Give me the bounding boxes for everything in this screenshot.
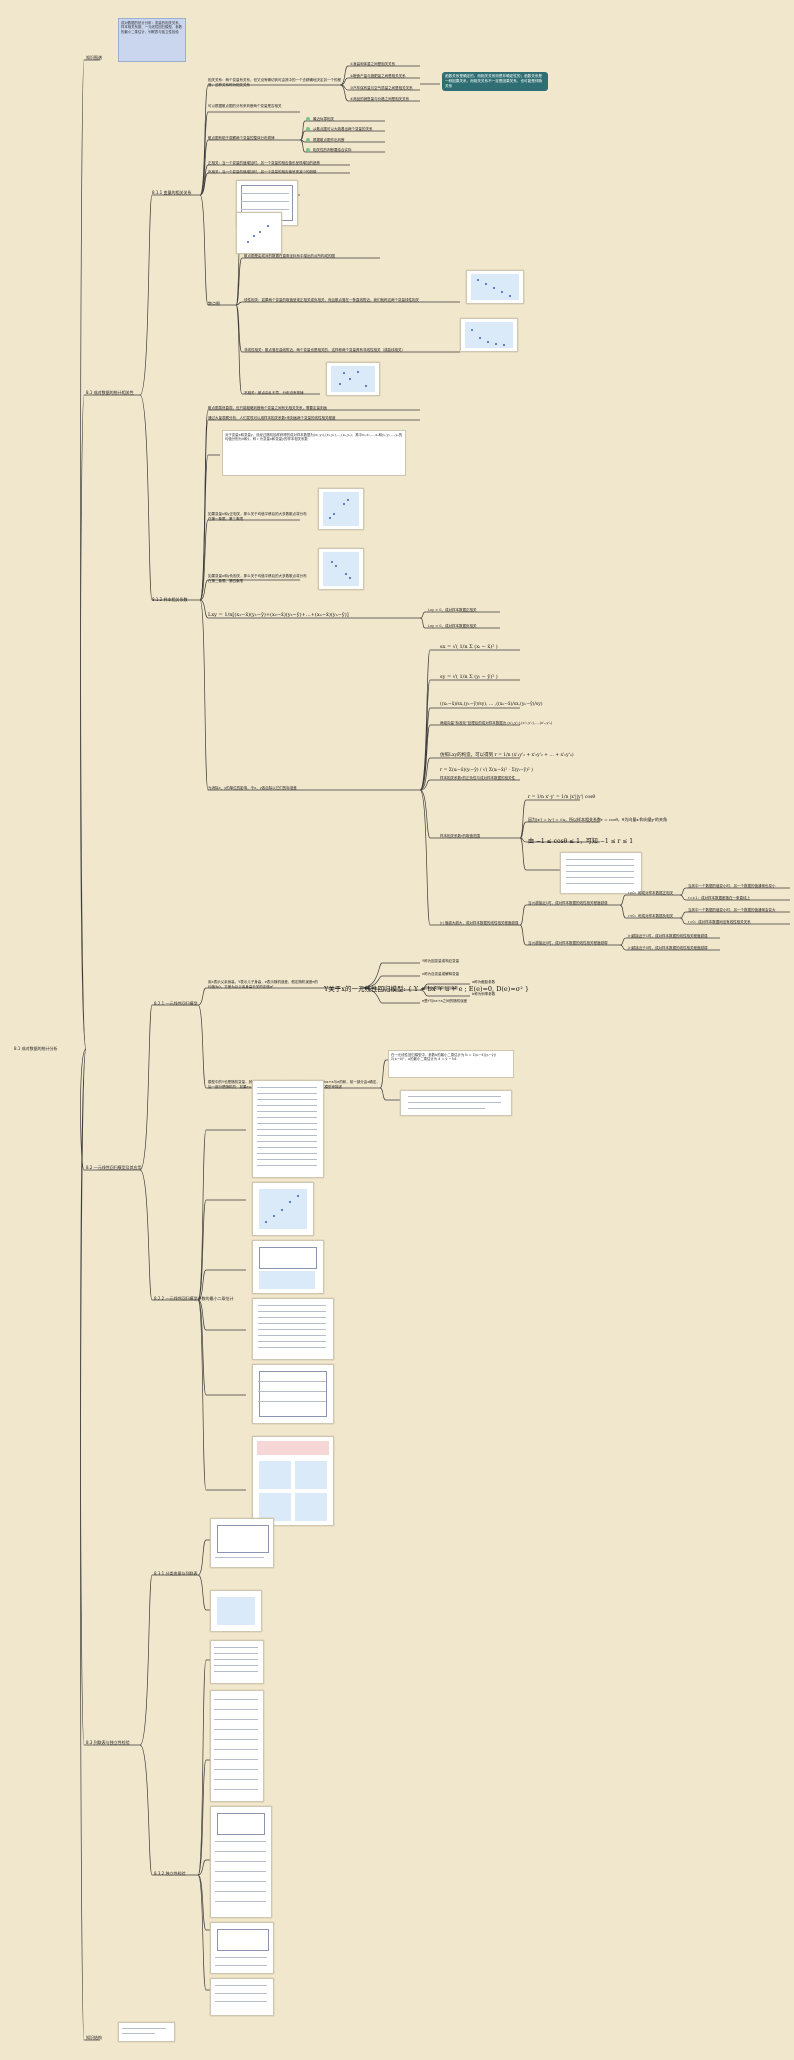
independence-image-1 <box>210 1640 264 1684</box>
quadrant-negative[interactable]: 如果变量x和y负相关，那么关于均值平移后的大多数散点将分布在第二象限、第四象限 <box>208 574 307 583</box>
sy-formula: sy = √( 1/n Σ (yᵢ − ȳ)² ) <box>440 674 498 680</box>
independence-image-2 <box>210 1690 264 1802</box>
r-vector-note[interactable]: 两组向量"标准化"处理后的成对样本数据为 (x'₁,y'₁),(x'₂,y'₂)… <box>440 721 553 725</box>
model-item-3[interactable]: a和b为模型的未知参数 <box>422 986 458 990</box>
lxy-negative[interactable]: Lxy < 0，成对样本数据负相关 <box>428 624 477 628</box>
r-zero[interactable]: r=0：成对样本数据间没有线性相关关系 <box>688 920 751 924</box>
quadrant-positive[interactable]: 如果变量x和y正相关，那么关于均值平移后的大多数散点将分布在第一象限、第三象限 <box>208 512 307 521</box>
uncorrelated-scatter-image <box>326 362 380 396</box>
scatter-step-2[interactable]: 从散点图可以大致看出两个变量的关系 <box>306 127 373 132</box>
worksheet-image-4 <box>252 1298 334 1360</box>
root-node[interactable]: 8.1 成对数据的统计分析 <box>14 1046 58 1051</box>
relation-item-1[interactable]: ①身高和体重之间是相关关系 <box>350 62 396 66</box>
residual-box-1: 在一元线性回归模型中，参数b的最小二乘估计为 b̂ = Σ(xᵢ−x̄)(yᵢ−… <box>388 1050 514 1078</box>
step-marker-icon <box>306 138 310 142</box>
r-bound: 由 −1 ≤ cosθ ≤ 1，可知 −1 ≤ r ≤ 1 <box>528 838 634 845</box>
r-one[interactable]: r=±1：成对样本数据都落在一条直线上 <box>688 896 751 900</box>
sx-formula: sx = √( 1/n Σ (xᵢ − x̄)² ) <box>440 644 498 650</box>
scatter-definition[interactable]: 散点图是由成对的数据在直角坐标系中描出的点所构成的图 <box>244 254 335 258</box>
relation-item-4[interactable]: ④商品的销售量与价格之间是相关关系 <box>350 97 410 101</box>
linear-scatter-image <box>466 270 524 304</box>
branch-knowledge-structure[interactable]: 知识结构 <box>86 2035 102 2040</box>
branch-knowledge-map[interactable]: 知识图谱 <box>86 55 102 60</box>
r-intro[interactable]: 通过大量观察分析，人们发现可以用样本相关系数r来刻画两个变量的线性相关程度 <box>208 416 336 420</box>
sub3-2-label[interactable]: 8.3.2 独立性检验 <box>154 1871 186 1876</box>
r-summary-2[interactable]: |r|越接近于0时，成对样本数据的线性相关程度越弱 <box>628 946 708 950</box>
sub1-2-label[interactable]: 8.1.2 样本相关系数 <box>152 597 188 602</box>
r-summary-1[interactable]: |r|越接近于1时，成对样本数据的线性相关程度越强 <box>628 934 708 938</box>
positive-correlation[interactable]: 正相关：当一个变量的值增加时，另一个变量的相应值也呈现增加的趋势 <box>208 161 320 165</box>
model-item-1[interactable]: Y称为因变量或响应变量 <box>422 959 460 963</box>
relation-item-2[interactable]: ②粮食产量与施肥量之间是相关关系 <box>350 74 406 78</box>
r-table-image <box>560 852 642 894</box>
sub3-1-label[interactable]: 8.3.1 分类变量与列联表 <box>154 1571 198 1576</box>
structure-thumbnail <box>118 2022 175 2042</box>
r-formula: r = Σ(xᵢ−x̄)(yᵢ−ȳ) / √( Σ(xᵢ−x̄)² · Σ(yᵢ… <box>440 768 533 773</box>
model-item-2[interactable]: x称为自变量或解释变量 <box>422 972 460 976</box>
independence-image-5 <box>210 1978 274 2016</box>
model-formula: Y关于x的一元线性回归模型: { Y = bx + a + e ; E(e)=0… <box>324 985 530 993</box>
independence-image-4 <box>210 1922 274 1974</box>
r-sign[interactable]: 样本相关系数r的正负性与成对样本数据的相关性 <box>440 776 515 780</box>
r-abs[interactable]: |r| 值越大越大，成对样本数据的线性相关程度越强 <box>440 921 519 925</box>
scatter-step-3[interactable]: 根据散点图作出判断 <box>306 138 345 143</box>
r-formula-mid: 仿照Lxy的构造，可以得到 r = 1/n (x'₁y'₁ + x'₂y'₂ +… <box>440 753 574 758</box>
contingency-image-1 <box>210 1518 274 1568</box>
r-strength[interactable]: 当|r|越接近1时，成对样本数据的线性相关程度越强 <box>528 901 608 905</box>
relation-note: 函数关系是确定的，而相关关系则是非确定性的；函数关系是一种因果关系，而相关关系不… <box>442 72 548 91</box>
contingency-image-2 <box>210 1590 262 1632</box>
worksheet-image-3 <box>252 1240 324 1294</box>
r-range-label[interactable]: 样本相关系数r的取值范围 <box>440 834 480 838</box>
residual-box-2 <box>400 1090 512 1116</box>
top-summary-image: 成对数据的统计分析：变量的相关关系、样本相关系数、一元线性回归模型、参数的最小二… <box>118 18 186 62</box>
branch-sec3[interactable]: 8.3 列联表与独立性检验 <box>86 1740 130 1745</box>
scatter-plot-image <box>236 212 282 254</box>
r-pos-detail-1[interactable]: 当其中一个数据的值变小时，另一个数据的值通常也变小 <box>688 884 776 888</box>
scatter-judge[interactable]: 可以根据散点图的分布来判断两个变量是否相关 <box>208 104 282 108</box>
branch-sec1[interactable]: 8.1 成对数据的统计相关性 <box>86 390 134 395</box>
relation-item-3[interactable]: ③汽车保有量与空气质量之间是相关关系 <box>350 86 413 90</box>
scatter-root[interactable]: 散点图 <box>208 301 220 306</box>
scatter-step-4[interactable]: 相关性的判断要结合实际 <box>306 148 352 153</box>
model-sub-2[interactable]: b称为斜率参数 <box>472 992 496 996</box>
step-marker-icon <box>306 148 310 152</box>
worksheet-image-2 <box>252 1182 314 1236</box>
worksheet-image-6 <box>252 1436 334 1526</box>
r-neg-detail-1[interactable]: 当其中一个数据的值变小时，另一个数据的值通常会变大 <box>688 908 776 912</box>
model-definition[interactable]: 用x表示父亲身高，Y表示儿子身高，e表示随机误差，假定随机误差e的均值为0，方差… <box>208 980 319 989</box>
r-weak[interactable]: 当|r|越接近0时，成对样本数据的线性相关程度越弱 <box>528 941 608 945</box>
sub2-2-label[interactable]: 8.2.2 一元线性回归模型参数的最小二乘估计 <box>154 1296 234 1301</box>
nonlinear-scatter-image <box>460 318 518 352</box>
model-item-4[interactable]: e是Y与bx+a之间的随机误差 <box>422 999 468 1003</box>
model-sub-1[interactable]: a称为截距参数 <box>472 980 496 984</box>
quadrant-positive-image <box>318 488 364 530</box>
scatter-step-1[interactable]: 最近似零相关 <box>306 117 334 122</box>
scale-note[interactable]: 为消除x、y的单位的影响，令x、y各自除以它们的标准差 <box>208 786 297 790</box>
branch-sec2[interactable]: 8.2 一元线性回归模型及其应用 <box>86 1165 142 1170</box>
independence-image-3 <box>210 1806 272 1918</box>
quadrant-negative-image <box>318 548 364 590</box>
r-cos2: 因为|x'| = |y'| = √n，所以样本相关系数r = cosθ，θ为向量… <box>528 817 668 822</box>
lxy-positive[interactable]: Lxy > 0，成对样本数据正相关 <box>428 608 477 612</box>
quant-need[interactable]: 散点图虽然直观，但只能粗略判断两个变量之间有无相关关系，需要定量刻画 <box>208 406 327 410</box>
linear-correlation[interactable]: 线性相关：如果两个变量的取值呈现正相关或负相关，而且散点落在一条直线附近，我们就… <box>244 298 419 302</box>
r-positive[interactable]: r>0：称成对样本数据正相关 <box>628 891 674 895</box>
r-cos: r = 1/n x'·y' = 1/n |x'||y'| cosθ <box>528 795 596 800</box>
scatter-method[interactable]: 散点图有助于观察两个变量的整体分布规律 <box>208 136 275 140</box>
negative-correlation[interactable]: 负相关：当一个变量的值增加时，另一个变量的相应值呈现减少的趋势 <box>208 170 317 174</box>
r-definition-box: 对于变量x和变量y，设经过随机抽样获得的成对样本数据为(x₁,y₁),(x₂,y… <box>222 430 406 476</box>
worksheet-image-1 <box>252 1080 324 1178</box>
step-marker-icon <box>306 117 310 121</box>
no-correlation[interactable]: 不相关：散点杂乱无章，分布没有规律 <box>244 391 304 395</box>
r-negative[interactable]: r<0：称成对样本数据负相关 <box>628 914 674 918</box>
relation-definition[interactable]: 相关关系：两个变量有关系，但又没有确切到可由其中的一个去精确地决定另一个的程度，… <box>208 78 341 87</box>
step-marker-icon <box>306 127 310 131</box>
nonlinear-correlation[interactable]: 非线性相关：散点落在曲线附近，两个变量也是相关的，这样称两个变量具有非线性相关（… <box>244 348 405 352</box>
sub1-1-label[interactable]: 8.1.1 变量的相关关系 <box>152 190 192 195</box>
lxy-formula: Lxy = 1/n[(x₁−x̄)(y₁−ȳ)+(x₂−x̄)(y₂−ȳ)+…+… <box>208 612 349 618</box>
sub2-1-label[interactable]: 8.2.1 一元线性回归模型 <box>154 1001 198 1006</box>
worksheet-image-5 <box>252 1364 334 1424</box>
std-vector: ((x₁−x̄)/sx,(y₁−ȳ)/sy), … ,((xₙ−x̄)/sx,(… <box>440 702 543 707</box>
